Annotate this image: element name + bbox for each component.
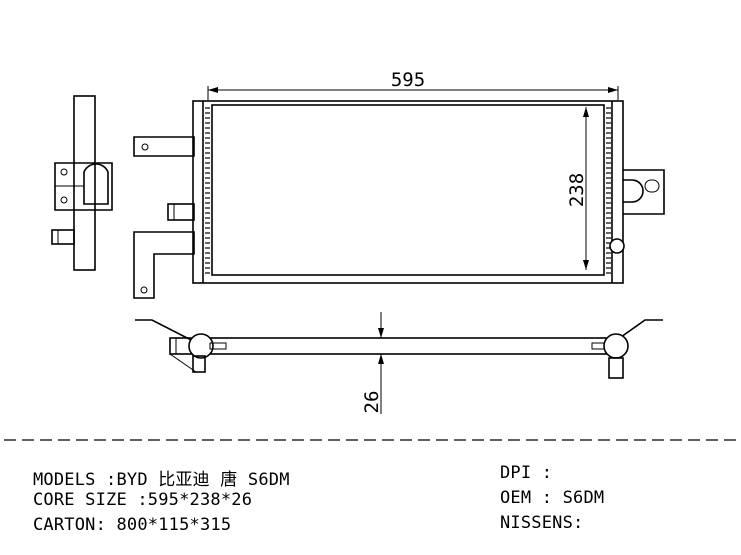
- height-dimension: [583, 107, 589, 270]
- bottom-view: [135, 319, 663, 379]
- fin-ticks: [205, 107, 611, 274]
- models-line: MODELS :BYD 比亚迪 唐 S6DM: [33, 470, 290, 490]
- oem-line: OEM : S6DM: [500, 488, 605, 508]
- core-size-line: CORE SIZE :595*238*26: [33, 490, 253, 510]
- side-view: [51, 95, 113, 271]
- carton-line: CARTON: 800*115*315: [33, 515, 232, 535]
- left-brackets: [133, 136, 195, 299]
- core-front-view: [192, 100, 665, 284]
- height-label: 238: [566, 173, 588, 207]
- thickness-label: 26: [361, 391, 383, 414]
- width-label: 595: [391, 69, 425, 91]
- dpi-line: DPI :: [500, 463, 553, 483]
- nissens-line: NISSENS:: [500, 513, 584, 533]
- width-dimension: [207, 86, 619, 100]
- thickness-dimension: [378, 312, 384, 414]
